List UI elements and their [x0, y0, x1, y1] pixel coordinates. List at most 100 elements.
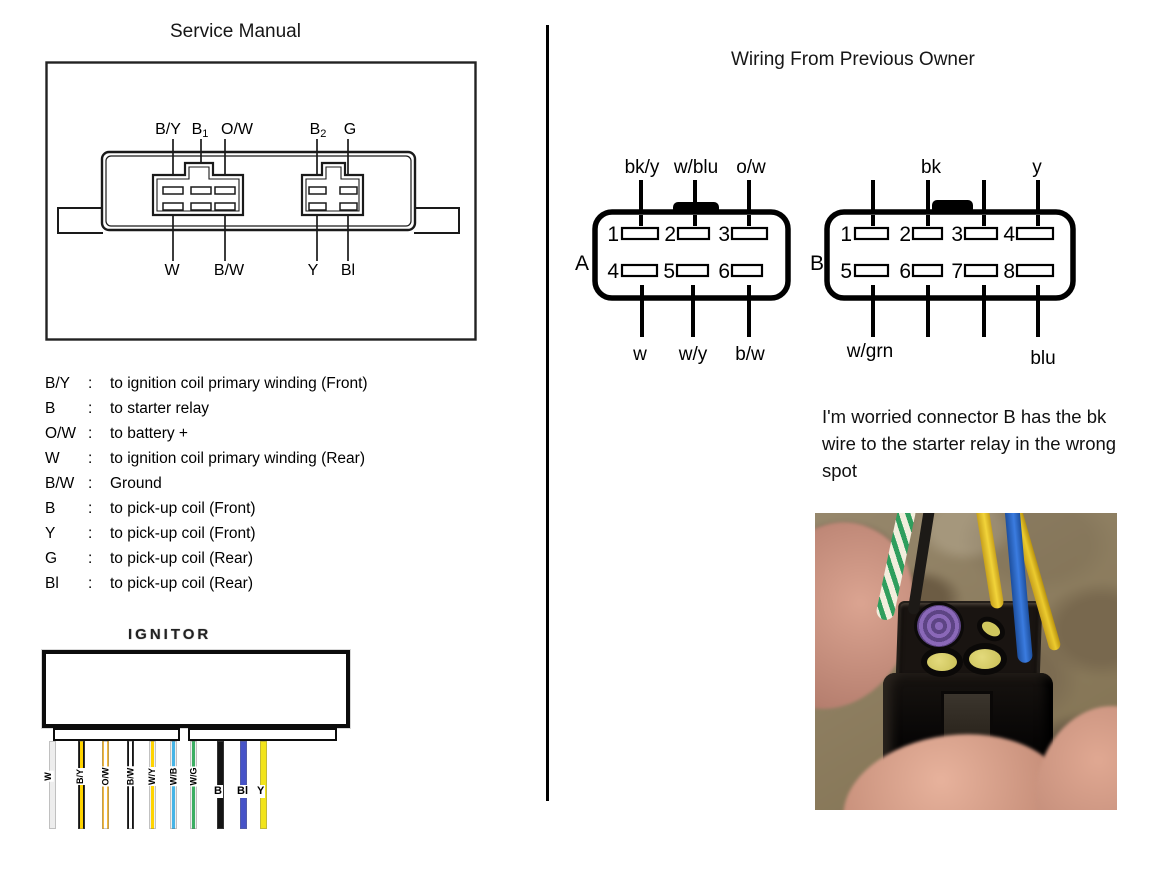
connector-a-bottom-wires [640, 298, 751, 337]
pin-label-ow: O/W [221, 121, 254, 138]
ignitor-body-outline [100, 150, 417, 232]
pin-label-b2: B2 [310, 121, 327, 140]
socket-4pin-inner-line [305, 166, 360, 212]
ignitor-wire-label: W [42, 771, 54, 782]
legend-row: B : to pick-up coil (Front) [45, 496, 485, 521]
ignitor-flange-right [414, 207, 460, 234]
connector-b-bottom-wires [871, 298, 1040, 337]
ignitor-wire-label: B/W [125, 766, 137, 787]
connector-a-slots [620, 226, 769, 278]
legend-colon: : [88, 475, 93, 492]
ignitor-diagram-title: IGNITOR [128, 626, 212, 643]
legend-colon: : [88, 425, 93, 442]
svg-text:w/grn: w/grn [846, 341, 893, 362]
pin-label-by: B/Y [155, 121, 181, 138]
ignitor-wire-label: W/Y [147, 767, 158, 786]
photo-purple-seal [917, 605, 961, 647]
connector-b-label: B [810, 252, 824, 275]
svg-text:w/blu: w/blu [673, 157, 718, 178]
svg-text:bk/y: bk/y [625, 157, 660, 178]
svg-text:blu: blu [1030, 348, 1055, 369]
ignitor-wire-label: B/Y [75, 767, 87, 786]
socket-4pin-outline [300, 161, 365, 217]
legend-desc: to pick-up coil (Rear) [110, 575, 253, 592]
ignitor-wire-b: B [213, 741, 224, 829]
svg-text:3: 3 [951, 223, 963, 246]
legend-desc: to ignition coil primary winding (Front) [110, 375, 368, 392]
legend-code: Bl [45, 575, 59, 592]
legend-row: Y : to pick-up coil (Front) [45, 521, 485, 546]
ignitor-wire-by: B/Y [75, 741, 87, 829]
connector-photo [815, 513, 1117, 810]
svg-text:w: w [632, 344, 647, 365]
legend-colon: : [88, 450, 93, 467]
ignitor-wire-label: W/G [188, 766, 200, 787]
legend-code: W [45, 450, 60, 467]
legend-code: B/Y [45, 375, 70, 392]
ignitor-wire-label: B [213, 785, 223, 798]
legend-row: B : to starter relay [45, 396, 485, 421]
legend-desc: Ground [110, 475, 162, 492]
svg-text:o/w: o/w [736, 157, 766, 178]
previous-owner-title: Wiring From Previous Owner [731, 49, 975, 70]
connector-b-diagram: 1 2 3 4 5 6 7 8 B bk y w/grn blu [810, 157, 1076, 369]
legend-row: O/W : to battery + [45, 421, 485, 446]
ignitor-wire-wg: W/G [188, 741, 200, 829]
legend-code: B [45, 500, 56, 517]
ignitor-wire-wb: W/B [168, 741, 180, 829]
svg-text:5: 5 [663, 260, 675, 283]
legend-colon: : [88, 550, 93, 567]
connector-a-wire-labels: bk/y w/blu o/w w w/y b/w [625, 157, 766, 365]
svg-text:3: 3 [718, 223, 730, 246]
ignitor-wire-label: Y [256, 785, 266, 798]
ignitor-flange-left [57, 207, 103, 234]
subscript: 2 [320, 128, 326, 140]
connector-a-diagram: 1 2 3 4 5 6 A bk/y w/blu o/w w w/y b/w [575, 157, 791, 365]
connector-b-wire-labels: bk y w/grn blu [846, 157, 1056, 369]
svg-text:6: 6 [899, 260, 911, 283]
legend-code: B/W [45, 475, 75, 492]
ignitor-wire-bl: Bl [236, 741, 249, 829]
legend-desc: to pick-up coil (Front) [110, 525, 256, 542]
wire-legend: B/Y : to ignition coil primary winding (… [45, 371, 485, 596]
svg-text:2: 2 [664, 223, 676, 246]
subscript: 1 [202, 128, 208, 140]
pin-label-g: G [344, 121, 356, 138]
ignitor-diagram-box [42, 650, 350, 728]
ignitor-wire-w: W [42, 741, 56, 829]
socket-6pin-inner-line [156, 166, 240, 212]
ignitor-body-inner-line [105, 155, 412, 227]
legend-code: O/W [45, 425, 76, 442]
svg-text:8: 8 [1003, 260, 1015, 283]
legend-colon: : [88, 375, 93, 392]
legend-desc: to battery + [110, 425, 188, 442]
ignitor-wire-bw: B/W [125, 741, 137, 829]
ignitor-wire-label: O/W [100, 766, 112, 787]
legend-colon: : [88, 400, 93, 417]
service-manual-figure: B/Y B1 O/W B2 G W B/W Y Bl [45, 61, 477, 341]
legend-colon: : [88, 500, 93, 517]
connector-b-slots [853, 226, 1055, 278]
pin-label-bl: Bl [341, 262, 355, 279]
connector-a-label: A [575, 252, 589, 275]
legend-code: Y [45, 525, 56, 542]
legend-row: B/Y : to ignition coil primary winding (… [45, 371, 485, 396]
legend-desc: to starter relay [110, 400, 210, 417]
ignitor-wire-label: W/B [168, 766, 180, 787]
legend-desc: to ignition coil primary winding (Rear) [110, 450, 365, 467]
svg-text:4: 4 [607, 260, 619, 283]
photo-terminal-seal [969, 649, 1001, 669]
service-manual-title: Service Manual [170, 21, 301, 42]
ignitor-wire-wy: W/Y [147, 741, 158, 829]
legend-code: B [45, 400, 56, 417]
legend-row: W : to ignition coil primary winding (Re… [45, 446, 485, 471]
connector-a-pin-stubs [639, 215, 751, 296]
svg-text:4: 4 [1003, 223, 1015, 246]
svg-text:1: 1 [840, 223, 852, 246]
ignitor-connector-bar-right [188, 728, 337, 741]
photo-terminal-seal [927, 653, 957, 671]
ignitor-wire-y: Y [256, 741, 267, 829]
legend-row: B/W : Ground [45, 471, 485, 496]
pin-label-bw: B/W [214, 262, 245, 279]
ignitor-connector-bar-left [53, 728, 180, 741]
